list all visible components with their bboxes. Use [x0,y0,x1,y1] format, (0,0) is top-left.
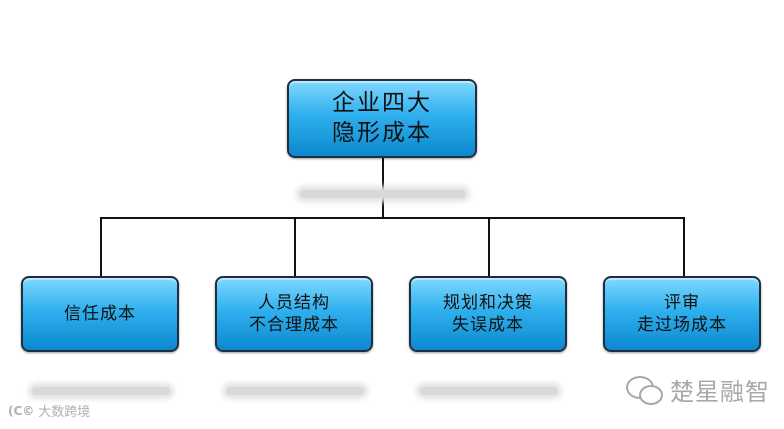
connector-child-1 [100,217,102,276]
child-node-line1: 人员结构 [258,292,330,313]
child-node-line1: 规划和决策 [443,292,533,313]
child-node-line2: 走过场成本 [637,315,727,335]
child-node-line2: 失误成本 [452,315,524,335]
wechat-icon [626,375,663,405]
connector-child-2 [294,217,296,276]
child-node-line1: 信任成本 [64,303,136,324]
child-2-reflection [226,387,364,395]
cc-logo-icon: (C© [8,403,35,418]
child-node-trust-cost: 信任成本 [21,276,179,352]
connector-root-stem [382,158,384,218]
root-node: 企业四大 隐形成本 [287,79,477,158]
connector-child-4 [683,217,685,276]
child-node-line2: 不合理成本 [249,315,339,335]
connector-child-3 [488,217,490,276]
connector-horizontal-bus [100,217,685,219]
child-node-staffing-structure-cost: 人员结构 不合理成本 [215,276,373,352]
child-node-planning-decision-cost: 规划和决策 失误成本 [409,276,567,352]
watermark-right-text: 楚星融智 [670,378,770,406]
child-1-reflection [32,387,170,395]
child-3-reflection [420,387,558,395]
child-node-review-formality-cost: 评审 走过场成本 [603,276,761,352]
watermark-right: 楚星融智 [626,372,770,407]
child-node-line1: 评审 [664,292,700,313]
watermark-left: (C© 大数跨境 [8,401,91,421]
root-node-line1: 企业四大 [332,89,432,116]
watermark-left-text: 大数跨境 [38,405,91,420]
root-node-line2: 隐形成本 [332,119,432,146]
root-reflection [300,190,466,198]
